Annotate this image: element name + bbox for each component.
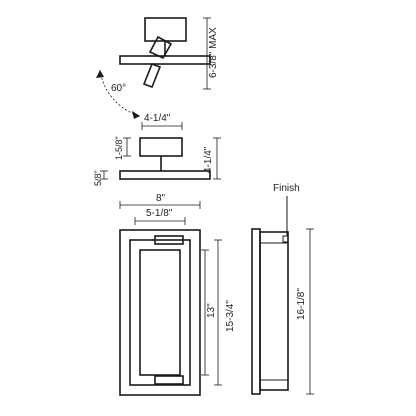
overall-height-label: 16-1/8" xyxy=(296,288,307,320)
canopy-depth-label: 1-5/8" xyxy=(114,136,124,160)
angle-label: 60° xyxy=(111,83,126,94)
max-height-label: 6-3/8" MAX xyxy=(208,27,219,78)
side-view: Finish 16-1/8" xyxy=(251,183,314,395)
top-swivel-arm xyxy=(148,35,173,60)
finish-indicator xyxy=(282,235,289,243)
top-canopy xyxy=(144,17,187,42)
rotation-arrow-tail xyxy=(96,70,104,78)
middle-height-label: 15-3/4" xyxy=(225,300,236,332)
front-view: 8" 5-1/8" 13" 15-3/4" xyxy=(119,193,236,396)
overall-width-label: 8" xyxy=(156,193,166,204)
side-profile-view: 4-1/4" 1-5/8" 5/8" 4-1/4" xyxy=(93,113,221,186)
bottom-mount-bar xyxy=(154,375,184,385)
inner-height-label: 13" xyxy=(206,303,217,318)
inner-frame xyxy=(129,239,191,386)
top-swivel-arm-rotated xyxy=(142,62,162,89)
top-mount-bar xyxy=(154,235,184,245)
finish-label: Finish xyxy=(273,183,300,194)
canopy-width-label: 4-1/4" xyxy=(144,113,171,124)
side-backplate xyxy=(251,228,261,395)
inner-width-label: 5-1/8" xyxy=(146,208,173,219)
rotation-arrow-head xyxy=(132,111,140,119)
mount-height-label: 4-1/4" xyxy=(203,146,214,173)
arm-thickness-label: 5/8" xyxy=(93,170,103,186)
profile-canopy xyxy=(139,137,183,157)
profile-mount-plate xyxy=(119,170,211,180)
outer-frame xyxy=(119,229,201,396)
side-body xyxy=(259,231,289,391)
diffuser-panel xyxy=(139,249,181,376)
top-mount-plate xyxy=(119,55,211,65)
top-swivel-view: 60° 6-3/8" MAX xyxy=(96,17,219,119)
